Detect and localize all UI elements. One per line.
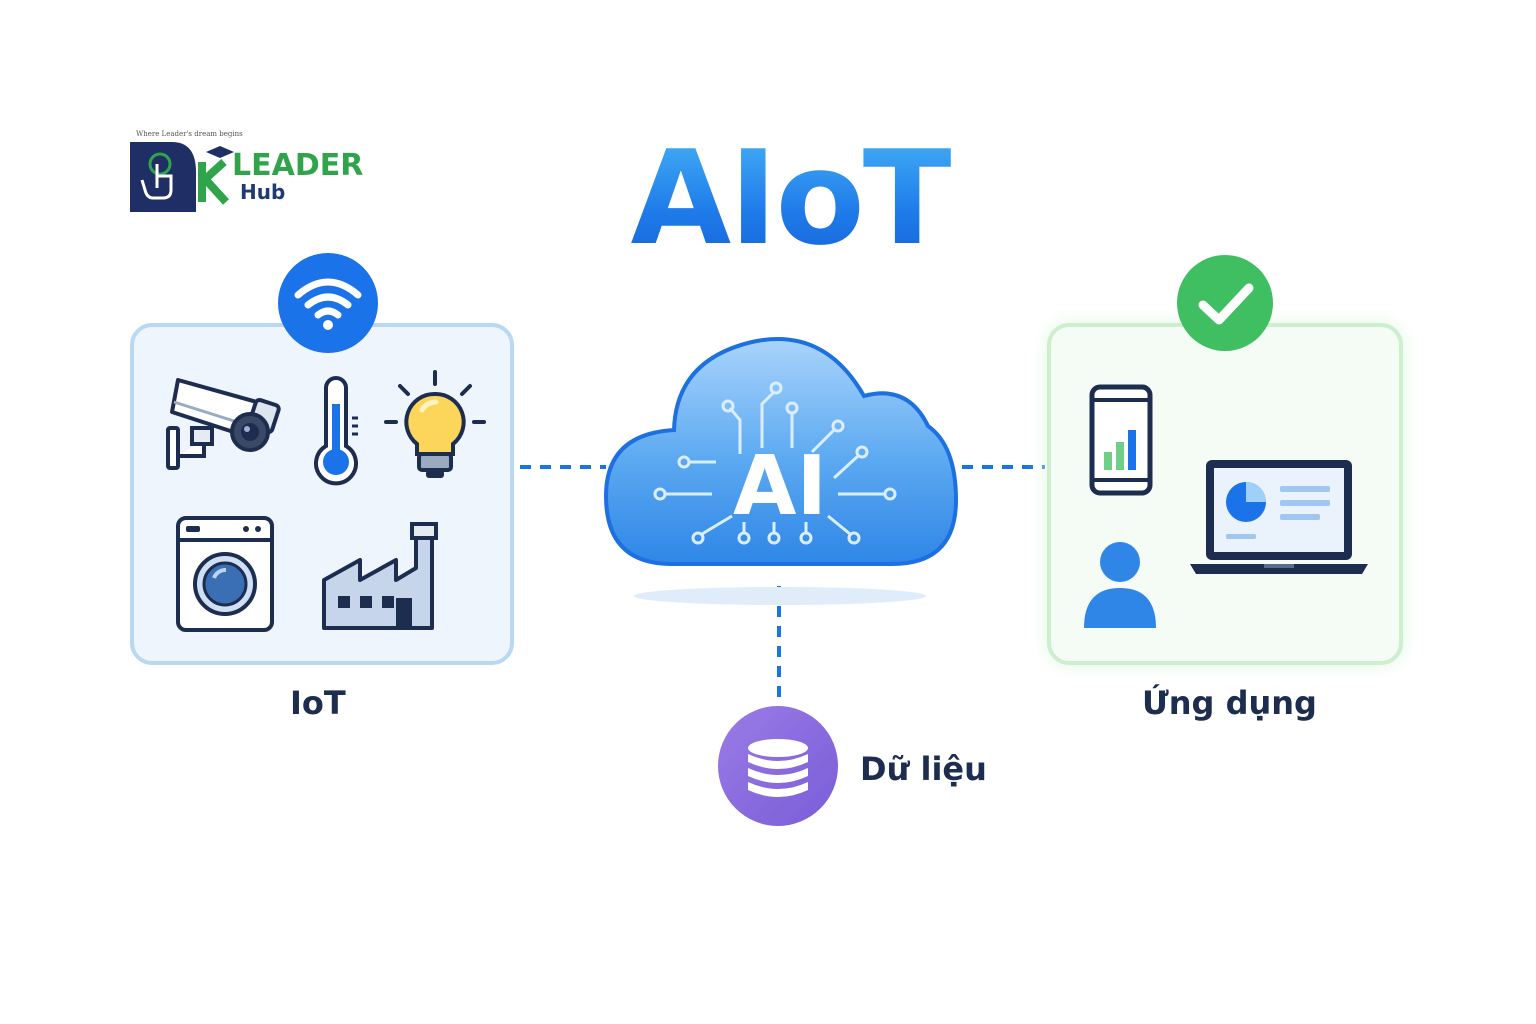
check-icon bbox=[1177, 255, 1273, 351]
logo-tagline: Where Leader's dream begins bbox=[136, 130, 243, 138]
smartphone-icon bbox=[1089, 384, 1153, 496]
camera-icon bbox=[166, 378, 281, 470]
iot-label: IoT bbox=[290, 684, 346, 722]
brand-logo: Where Leader's dream begins LEADER Hub bbox=[122, 128, 364, 212]
user-icon bbox=[1084, 542, 1156, 628]
ai-label: AI bbox=[733, 439, 827, 534]
graduation-k-icon bbox=[198, 146, 234, 205]
database-icon bbox=[718, 706, 838, 826]
lightbulb-icon bbox=[384, 370, 486, 478]
hand-pointer-icon bbox=[130, 142, 196, 212]
thermometer-icon bbox=[314, 376, 358, 486]
factory-icon bbox=[322, 522, 438, 630]
data-label: Dữ liệu bbox=[860, 750, 987, 788]
ai-cloud: AI bbox=[603, 337, 959, 605]
washing-machine-icon bbox=[176, 516, 274, 632]
page-title: AIoT bbox=[520, 128, 1060, 268]
laptop-icon bbox=[1190, 460, 1368, 574]
logo-sub-text: Hub bbox=[240, 180, 286, 204]
app-label: Ứng dụng bbox=[1142, 684, 1317, 722]
logo-main-text: LEADER bbox=[232, 148, 364, 183]
wifi-icon bbox=[278, 253, 378, 353]
